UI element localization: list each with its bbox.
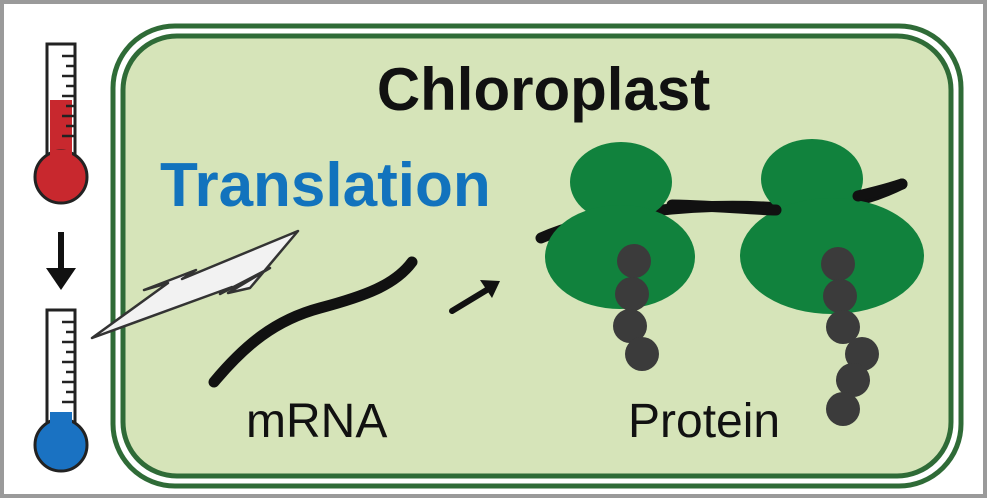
arrow-icon [449, 280, 500, 314]
compartment-title: Chloroplast [376, 56, 711, 123]
peptide-chain [613, 244, 659, 371]
thermometer-cold-icon [33, 308, 89, 473]
ribosome [545, 142, 695, 309]
process-label: Translation [160, 151, 491, 220]
thermometer-warm-icon [33, 42, 89, 205]
mrna-strand [208, 256, 418, 388]
protein-label: Protein [628, 395, 781, 448]
mrna-label: mRNA [246, 395, 388, 448]
lightning-bolt-icon [90, 229, 300, 340]
chloroplast-inner-membrane [120, 33, 954, 479]
mrna-segment [666, 199, 782, 216]
down-arrow-icon [46, 232, 76, 290]
mrna-segment [852, 178, 908, 202]
peptide-chain [821, 247, 879, 426]
